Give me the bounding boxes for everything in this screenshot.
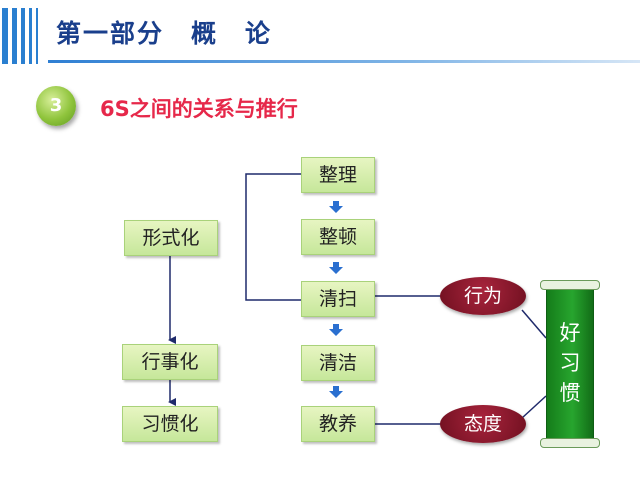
- box-xiguanhua: 习惯化: [122, 406, 218, 442]
- box-jiaoyang: 教养: [301, 406, 375, 442]
- scroll-text: 好 习 惯: [546, 318, 594, 408]
- scroll-char-3: 惯: [559, 381, 581, 405]
- box-xingshihua: 形式化: [124, 220, 218, 256]
- oval-xingwei: 行为: [440, 277, 526, 315]
- down-arrow-3: [329, 324, 343, 336]
- box-qingsao: 清扫: [301, 281, 375, 317]
- line-xingwei-scroll: [521, 309, 547, 339]
- scroll-char-2: 习: [559, 351, 581, 375]
- down-arrow-4: [329, 386, 343, 398]
- box-xingshihua-2: 行事化: [122, 344, 218, 380]
- section-number-badge: 3: [36, 86, 76, 126]
- scroll-good-habit: [546, 286, 594, 444]
- box-zhengdun: 整顿: [301, 219, 375, 255]
- center-down-arrows: [329, 201, 343, 398]
- down-arrow-1: [329, 201, 343, 213]
- scroll-bottom-roll: [540, 438, 600, 448]
- scroll-top-roll: [540, 280, 600, 290]
- page-title: 第一部分 概 论: [56, 19, 273, 48]
- line-taidu-scroll: [521, 395, 547, 419]
- bracket-zhengli-qingsao: [245, 173, 301, 301]
- header-rule: [48, 60, 640, 63]
- section-title: 6S之间的关系与推行: [100, 97, 298, 121]
- down-arrow-2: [329, 262, 343, 274]
- box-qingjie: 清洁: [301, 345, 375, 381]
- oval-taidu: 态度: [440, 405, 526, 443]
- scroll-char-1: 好: [559, 321, 581, 345]
- header-stripes: [0, 8, 44, 64]
- box-zhengli: 整理: [301, 157, 375, 193]
